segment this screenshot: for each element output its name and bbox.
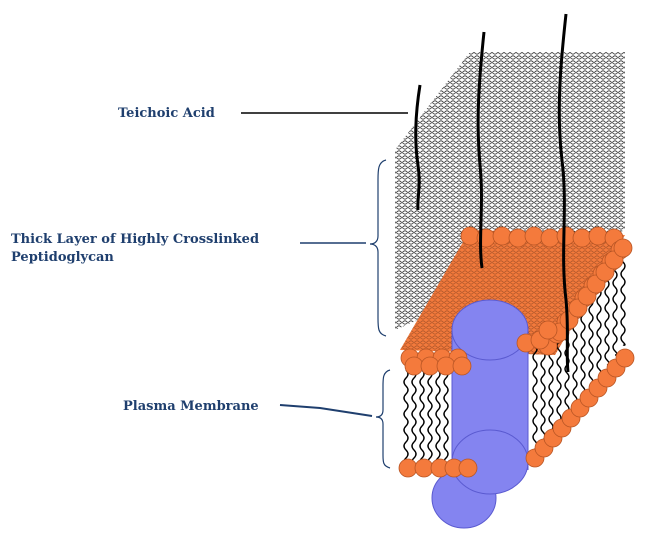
plasma-membrane-label: Plasma Membrane — [123, 399, 259, 414]
teichoic-acid-strand-2 — [476, 31, 486, 269]
lipid-head — [452, 356, 472, 376]
phospholipid-heads — [398, 226, 635, 478]
lipid-head — [613, 238, 633, 258]
lipid-head — [420, 356, 440, 376]
plasma-membrane-bracket — [375, 369, 391, 469]
lipid-head — [492, 226, 512, 246]
lipid-head — [615, 348, 635, 368]
lipid-head — [458, 458, 478, 478]
peptidoglycan-bracket — [369, 159, 387, 337]
lipid-tail — [419, 369, 425, 463]
lipid-head — [508, 228, 528, 248]
teichoic-acid-strand-3 — [557, 13, 570, 373]
lipid-tail — [612, 254, 618, 356]
lipid-head — [572, 228, 592, 248]
lipid-head — [436, 356, 456, 376]
lipid-tail — [532, 344, 538, 456]
lipid-head — [398, 458, 418, 478]
membrane-protein — [431, 299, 529, 529]
lipid-tail — [443, 369, 449, 463]
lipid-tail — [403, 369, 409, 463]
lipid-head — [404, 356, 424, 376]
peptidoglycan-label-line1: Thick Layer of Highly Crosslinked — [11, 232, 259, 247]
lipid-head — [524, 226, 544, 246]
teichoic-acid-strand-1 — [414, 84, 422, 211]
lipid-tail — [620, 245, 626, 346]
teichoic-acid-label: Teichoic Acid — [118, 106, 215, 121]
lipid-head — [460, 226, 480, 246]
lipid-tail — [411, 369, 417, 463]
plasma-membrane-leader-line — [279, 404, 373, 417]
peptidoglycan-label-line2: Peptidoglycan — [11, 250, 114, 265]
lipid-head — [556, 226, 576, 246]
lipid-head — [588, 226, 608, 246]
lipid-tail — [435, 369, 441, 463]
lipid-head — [538, 320, 558, 340]
lipid-head — [414, 458, 434, 478]
lipid-head — [540, 228, 560, 248]
lipid-tail — [427, 369, 433, 463]
